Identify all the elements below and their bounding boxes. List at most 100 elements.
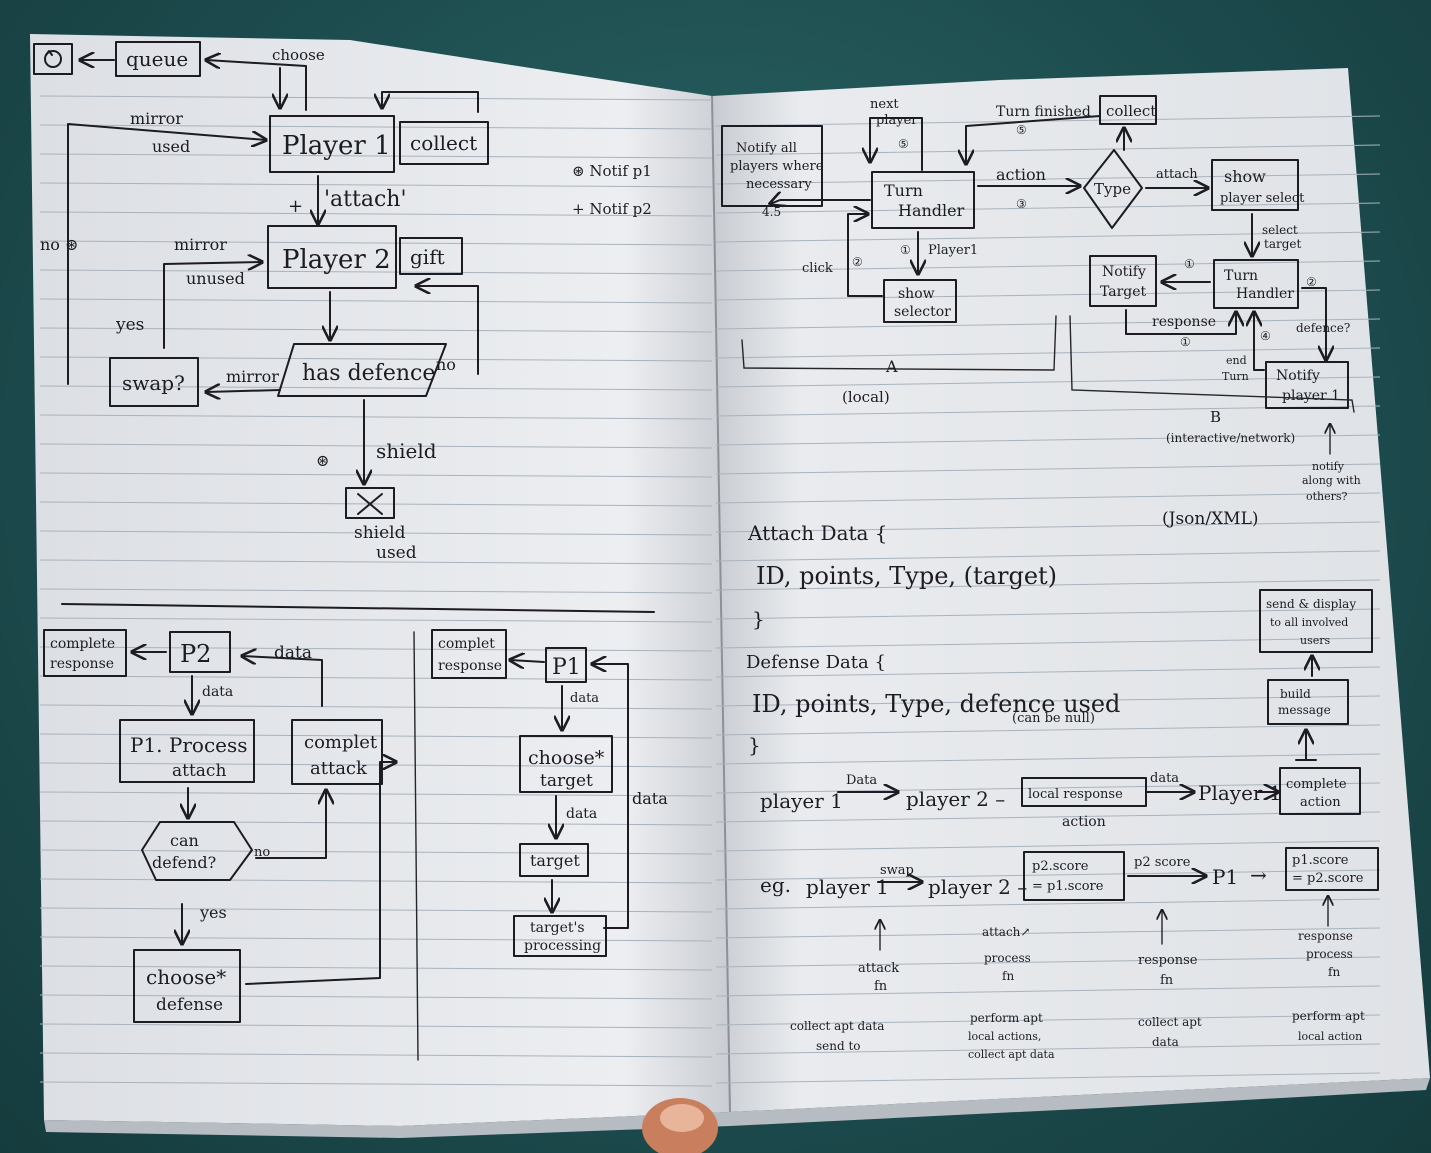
eg-swap: swap (880, 863, 914, 878)
p1score-box-2: = p2.score (1292, 871, 1364, 886)
mirror-unused-1: mirror (174, 235, 227, 254)
no-label-bl: no (254, 845, 270, 860)
notify-all-3: necessary (746, 177, 812, 192)
complete-response-2b: response (438, 658, 502, 674)
attach-data-label: Attach Data { (747, 521, 888, 545)
perform-local-2: local actions, (968, 1030, 1041, 1043)
p1score-box-1: p1.score (1292, 853, 1349, 868)
attach-fields: ID, points, Type, (target) (756, 562, 1057, 590)
p1-process-2: attach (172, 761, 226, 781)
show-selector-2: selector (894, 304, 951, 320)
targets-processing-1: target's (530, 920, 585, 936)
marker-resp: ① (1180, 335, 1191, 349)
attach-label: 'attach' (324, 187, 407, 212)
notify-target-2: Target (1100, 284, 1147, 300)
marker-def: ② (1306, 275, 1317, 289)
shield-label: shield (376, 439, 437, 463)
marker-click: ② (852, 255, 863, 269)
local-response-label: local response (1028, 787, 1123, 802)
yes-label-bl: yes (199, 903, 227, 922)
response-fn-1: response (1138, 953, 1198, 968)
action-label: action (996, 165, 1046, 184)
response-process-3: fn (1328, 965, 1340, 979)
eg-p2score: p2 score (1134, 855, 1191, 870)
attack-process-3: fn (1002, 969, 1014, 983)
response-process-1: response (1298, 929, 1353, 943)
build-message-2: message (1278, 703, 1331, 717)
complete-response-2a: complet (438, 636, 495, 652)
show-player-select-2: player select (1220, 191, 1305, 206)
data-a-label: data (570, 691, 599, 706)
data-b-label: data (566, 806, 597, 822)
turn-handler-b-1: Turn (1224, 268, 1258, 284)
collect-data-2: data (1152, 1035, 1179, 1049)
p1-label: P1 (552, 655, 581, 680)
mirror-label: mirror (226, 367, 279, 386)
complete-action-2: action (1300, 795, 1341, 810)
perform-local-3: collect apt data (968, 1048, 1055, 1061)
next-player-2: player (876, 113, 918, 128)
collect-data-1: collect apt (1138, 1015, 1202, 1029)
targets-processing-2: processing (524, 938, 601, 954)
select-target-2: target (1264, 237, 1301, 251)
send-display-1: send & display (1266, 597, 1356, 611)
no-left-label: no ⊛ (40, 235, 78, 254)
queue-label: queue (126, 47, 188, 71)
build-message-1: build (1280, 687, 1311, 701)
data-in-label: data (274, 643, 312, 663)
player2-label: Player 2 (282, 245, 391, 275)
turn-handler-b-2: Handler (1236, 286, 1294, 302)
player1-label-r: Player1 (928, 243, 978, 258)
type-label: Type (1094, 180, 1131, 198)
complete-response-2: response (50, 656, 114, 672)
mirror-used-2: used (152, 137, 190, 156)
marker-nt: ① (1184, 257, 1195, 271)
end-turn-1: end (1226, 354, 1247, 367)
shield-used-1: shield (354, 523, 406, 543)
close-brace-1: } (752, 607, 765, 631)
collect-label: collect (410, 131, 477, 155)
complete-attack-2: attack (310, 758, 368, 779)
complete-action-1: complete (1286, 777, 1347, 792)
attack-fn-1: attack (858, 961, 899, 976)
notify-others-1: notify (1312, 460, 1345, 473)
shield-marker: ⊛ (316, 451, 329, 470)
notify-all-1: Notify all (736, 141, 797, 156)
marker-45: 4.5 (762, 205, 781, 219)
thumbnail-nail (660, 1104, 704, 1132)
flow-player2: player 2 – (906, 787, 1005, 811)
b-label: B (1210, 408, 1221, 426)
complete-attack-1: complet (304, 732, 378, 753)
select-target-1: select (1262, 223, 1298, 237)
eg-label: eg. (760, 873, 791, 897)
marker-p1: ① (900, 243, 911, 257)
response-process-2: process (1306, 947, 1353, 961)
mirror-used-1: mirror (130, 109, 183, 128)
notify-all-2: players where (730, 159, 824, 174)
attack-process-2: process (984, 951, 1031, 965)
attach-label-r: attach (1156, 167, 1198, 182)
data-side-label: data (632, 789, 668, 808)
eg-arrow: → (1250, 863, 1267, 887)
target-label: target (530, 851, 580, 870)
response-fn-2: fn (1160, 973, 1174, 988)
swap-label: swap? (122, 371, 185, 395)
flow-action: action (1062, 814, 1106, 830)
yes-label: yes (115, 315, 144, 335)
choose-defense-1: choose* (146, 965, 226, 989)
click-label: click (802, 261, 833, 276)
notif-p1: ⊛ Notif p1 (572, 162, 652, 180)
complete-response-1: complete (50, 636, 115, 652)
turn-handler-2: Handler (898, 201, 965, 220)
gift-label: gift (410, 245, 445, 269)
choose-target-1: choose* (528, 747, 605, 769)
local-label: (local) (842, 388, 890, 406)
notif-p2: + Notif p2 (572, 200, 652, 218)
player1-label: Player 1 (282, 131, 391, 161)
close-brace-2: } (748, 733, 761, 757)
perform-local-action-2: local action (1298, 1030, 1362, 1043)
choose-target-2: target (540, 771, 593, 791)
p1-process-1: P1. Process (130, 733, 248, 757)
flow-player1: player 1 (760, 789, 843, 813)
json-xml-label: (Json/XML) (1162, 509, 1259, 529)
